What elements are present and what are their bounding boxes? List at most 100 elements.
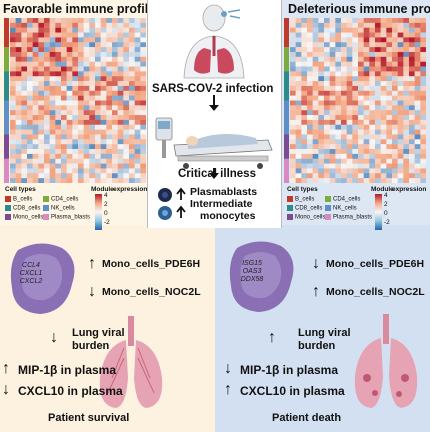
heatmap-cell bbox=[346, 149, 353, 155]
heatmap-cell bbox=[140, 51, 146, 58]
heatmap-cell bbox=[66, 173, 73, 179]
heatmap-cell bbox=[49, 119, 56, 125]
heatmap-cell bbox=[312, 85, 319, 91]
heatmap-cell bbox=[414, 100, 421, 106]
heatmap-cell bbox=[335, 110, 342, 116]
heatmap-cell bbox=[312, 144, 319, 150]
heatmap-cell bbox=[392, 90, 398, 96]
heatmap-cell bbox=[44, 56, 50, 62]
heatmap-cell bbox=[392, 153, 398, 159]
heatmap-cell bbox=[420, 124, 426, 130]
heatmap-cell bbox=[403, 56, 410, 62]
heatmap-cell bbox=[100, 32, 107, 38]
heatmap-cell bbox=[38, 110, 45, 116]
legend-label: NK_cells bbox=[51, 205, 75, 212]
heatmap-cell bbox=[352, 110, 359, 116]
heatmap-cell bbox=[295, 144, 302, 150]
heatmap-cell bbox=[386, 158, 393, 164]
heatmap-cell bbox=[21, 47, 28, 53]
heatmap-cell bbox=[397, 129, 404, 135]
heatmap-cell bbox=[420, 47, 426, 53]
heatmap-cell bbox=[341, 134, 347, 140]
heatmap-cell bbox=[369, 163, 376, 169]
heatmap-cell bbox=[38, 134, 45, 140]
heatmap-cell bbox=[318, 153, 325, 159]
heatmap-cell bbox=[78, 178, 84, 183]
heatmap-cell bbox=[341, 105, 347, 111]
heatmap-cell bbox=[341, 149, 347, 155]
heatmap-cell bbox=[324, 66, 330, 72]
heatmap-cell bbox=[346, 105, 353, 111]
heatmap-cell bbox=[10, 81, 16, 87]
heatmap-cell bbox=[409, 153, 415, 159]
heatmap-cell bbox=[380, 124, 387, 130]
heatmap-cell bbox=[78, 105, 84, 111]
arrow-up-icon bbox=[176, 187, 186, 200]
heatmap-cell bbox=[66, 168, 73, 174]
heatmap-cell bbox=[129, 66, 135, 72]
heatmap-cell bbox=[346, 37, 353, 43]
heatmap-cell bbox=[397, 144, 404, 150]
patient-death-label: Patient death bbox=[272, 412, 342, 424]
heatmap-cell bbox=[324, 42, 330, 48]
heatmap-cell bbox=[329, 51, 336, 58]
heatmap-cell bbox=[134, 158, 141, 164]
colorbar-tick: 4 bbox=[104, 192, 108, 199]
heatmap-cell bbox=[134, 76, 141, 82]
heatmap-cell bbox=[307, 110, 313, 116]
heatmap-cell bbox=[83, 163, 90, 169]
arrow-down-icon: ↓ bbox=[88, 283, 96, 300]
heatmap-cell bbox=[392, 158, 398, 164]
heatmap-cell bbox=[123, 173, 130, 179]
heatmap-cell bbox=[100, 100, 107, 106]
heatmap-cell bbox=[83, 61, 90, 67]
legend-label: B_cells bbox=[13, 196, 33, 203]
heatmap-cell bbox=[324, 76, 330, 82]
heatmap-cell bbox=[352, 158, 359, 164]
heatmap-cell bbox=[117, 119, 124, 125]
heatmap-cell bbox=[335, 139, 342, 145]
heatmap-cell bbox=[369, 110, 376, 116]
heatmap-cell bbox=[10, 95, 16, 101]
heatmap-cell bbox=[140, 66, 146, 72]
heatmap-cell bbox=[358, 139, 364, 145]
heatmap-cell bbox=[89, 149, 96, 155]
heatmap-cell bbox=[10, 90, 16, 96]
heatmap-cell bbox=[95, 22, 101, 28]
heatmap-cell bbox=[112, 158, 118, 164]
heatmap-cell bbox=[38, 100, 45, 106]
heatmap-cell bbox=[324, 163, 330, 169]
heatmap-cell bbox=[318, 139, 325, 145]
heatmap-cell bbox=[61, 90, 67, 96]
heatmap-cell bbox=[369, 42, 376, 48]
module-expression-colorbar bbox=[95, 194, 102, 230]
heatmap-cell bbox=[21, 27, 28, 33]
heatmap-cell bbox=[66, 158, 73, 164]
heatmap-cell bbox=[363, 51, 370, 58]
heatmap-cell bbox=[21, 81, 28, 87]
heatmap-cell bbox=[329, 42, 336, 48]
heatmap-cell bbox=[392, 95, 398, 101]
heatmap-cell bbox=[112, 168, 118, 174]
heatmap-cell bbox=[95, 51, 101, 58]
heatmap-cell bbox=[66, 90, 73, 96]
legend-label: CD4_cells bbox=[333, 196, 361, 203]
heatmap-cell bbox=[15, 95, 22, 101]
heatmap-cell bbox=[21, 66, 28, 72]
arrow-up-icon: ↑ bbox=[268, 329, 276, 346]
heatmap-cell bbox=[38, 81, 45, 87]
heatmap-cell bbox=[335, 153, 342, 159]
heatmap-cell bbox=[15, 173, 22, 179]
heatmap-cell bbox=[117, 61, 124, 67]
heatmap-cell bbox=[78, 61, 84, 67]
heatmap-cell bbox=[129, 119, 135, 125]
heatmap-cell bbox=[140, 85, 146, 91]
heatmap-cell bbox=[78, 37, 84, 43]
heatmap-cell bbox=[352, 129, 359, 135]
heatmap-cell bbox=[15, 27, 22, 33]
center-infection-panel: SARS-COV-2 infection Critical illness Pl… bbox=[147, 0, 282, 228]
heatmap-cell bbox=[55, 81, 62, 87]
heatmap-cell bbox=[363, 76, 370, 82]
heatmap-cell bbox=[335, 178, 342, 183]
heatmap-cell bbox=[420, 42, 426, 48]
